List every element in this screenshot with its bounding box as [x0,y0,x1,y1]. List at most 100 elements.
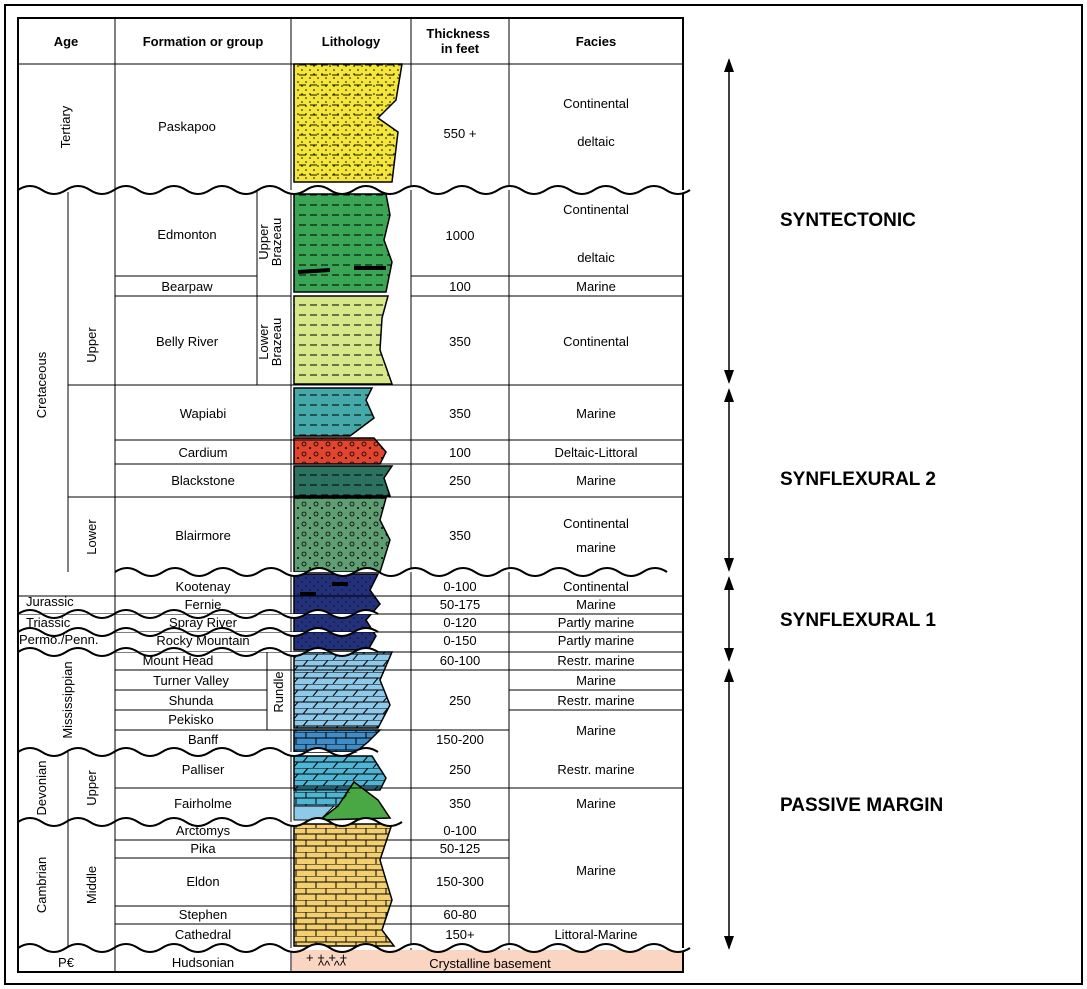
thickness-value: 1000 [446,228,475,243]
thickness-value: 100 [449,279,471,294]
formation-name: Kootenay [176,579,231,594]
group-lower-brazeau: LowerBrazeau [256,318,284,366]
facies-basement: Crystalline basement [429,956,551,971]
phase-arrows [724,58,734,950]
formation-name: Pika [190,841,216,856]
age-cretaceous: Cretaceous [34,351,49,418]
unconformity-tertiary-base [17,185,691,195]
facies-value: Restr. marine [557,693,634,708]
group-rundle: Rundle [271,671,286,712]
thickness-value: 250 [449,693,471,708]
facies-value: Partly marine [558,633,635,648]
phase-passive-margin: PASSIVE MARGIN [780,795,943,816]
thickness-value: 0-120 [443,615,476,630]
formation-name: Fairholme [174,796,232,811]
formation-name: Pekisko [168,712,214,727]
facies-value: Marine [576,279,616,294]
formation-name: Arctomys [176,823,231,838]
formation-name: Rocky Mountain [156,633,249,648]
age-devonian: Devonian [34,761,49,816]
formation-name: Bearpaw [161,279,213,294]
facies-value: Marine [576,723,616,738]
facies-value: Marine [576,406,616,421]
age-cretaceous-lower: Lower [84,519,99,555]
formation-name: Blackstone [171,473,235,488]
formation-name: Mount Head [143,653,214,668]
formation-name: Eldon [186,874,219,889]
age-triassic: Triassic [26,615,71,630]
thickness-value: 50-175 [440,597,480,612]
thickness-value: 350 [449,528,471,543]
age-mississippian: Mississippian [60,661,75,738]
thickness-value: 0-150 [443,633,476,648]
facies-value: marine [576,540,616,555]
formation-name: Palliser [182,762,225,777]
facies-value: Restr. marine [557,762,634,777]
age-permo-penn: Permo./Penn. [19,632,99,647]
formation-name: Belly River [156,334,219,349]
facies-value: Marine [576,796,616,811]
age-cambrian-middle: Middle [84,866,99,904]
header-thickness-line: Thickness [426,26,490,41]
age-tertiary: Tertiary [58,105,73,148]
thickness-value: 100 [449,445,471,460]
header-thickness-line: in feet [441,41,480,56]
phase-syntectonic: SYNTECTONIC [780,210,916,231]
header-formation: Formation or group [143,34,264,49]
thickness-values: 550 + 1000 100 350 350 100 250 350 0-100… [436,126,484,942]
age-jurassic: Jurassic [26,594,74,609]
thickness-value: 150-200 [436,732,484,747]
formation-name: Paskapoo [158,119,216,134]
table-border [17,17,684,973]
thickness-value: 350 [449,334,471,349]
unconformities [17,185,691,953]
facies-value: Deltaic-Littoral [554,445,637,460]
age-cambrian: Cambrian [34,857,49,913]
formation-name: Cardium [178,445,227,460]
basement-unit [292,950,682,971]
facies-value: deltaic [577,250,615,265]
formation-name: Shunda [169,693,215,708]
phase-synflexural-1: SYNFLEXURAL 1 [780,610,936,631]
formation-name: Stephen [179,907,227,922]
facies-value: Continental [563,334,629,349]
thickness-value: 250 [449,473,471,488]
facies-value: Marine [576,597,616,612]
facies-values: Continental deltaic Continental deltaic … [429,96,637,971]
row-lines [18,275,683,925]
thickness-value: 150-300 [436,874,484,889]
facies-value: Partly marine [558,615,635,630]
formation-name: Turner Valley [153,673,229,688]
header-facies: Facies [576,34,616,49]
thickness-value: 350 [449,796,471,811]
thickness-value: 60-100 [440,653,480,668]
thickness-value: 250 [449,762,471,777]
thickness-value: 550 + [444,126,477,141]
svg-text:+ + + +: + + + + [306,950,347,965]
header-lithology: Lithology [322,34,381,49]
formation-name: Edmonton [157,227,216,242]
thickness-value: 50-125 [440,841,480,856]
facies-value: Marine [576,863,616,878]
thickness-value: 0-100 [443,823,476,838]
facies-value: Continental [563,579,629,594]
facies-value: Littoral-Marine [554,927,637,942]
header-age: Age [54,34,79,49]
facies-value: Marine [576,673,616,688]
facies-value: Marine [576,473,616,488]
formation-name: Blairmore [175,528,231,543]
formation-name: Spray River [169,615,238,630]
phase-synflexural-2: SYNFLEXURAL 2 [780,469,936,490]
age-precambrian: P€ [58,955,75,970]
formation-name: Cathedral [175,927,231,942]
facies-value: Continental [563,96,629,111]
facies-value: deltaic [577,134,615,149]
header-thickness: Thickness in feet [426,26,493,56]
formation-name: Fernie [185,597,222,612]
thickness-value: 350 [449,406,471,421]
formation-name: Banff [188,732,219,747]
svg-text:^^ ^^: ^^ ^^ [318,958,347,973]
figure-frame [4,4,1083,985]
age-devonian-upper: Upper [84,770,99,806]
